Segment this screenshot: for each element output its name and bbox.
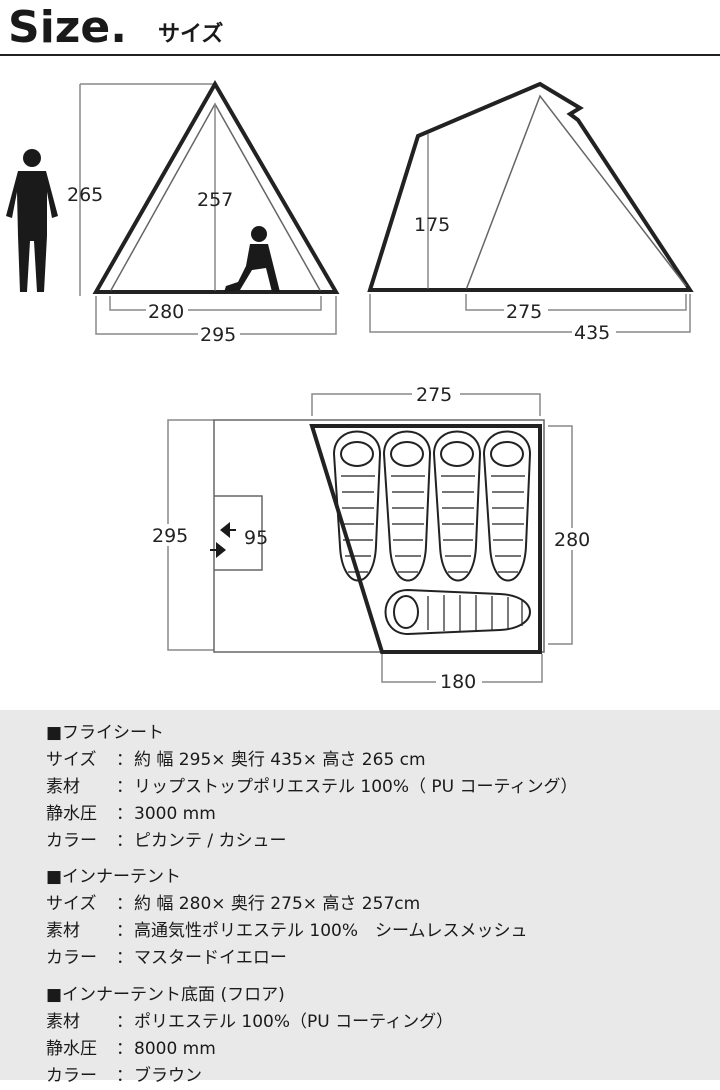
dim-floor-width: 295 (152, 525, 188, 547)
spec-sep: ： (116, 1012, 133, 1032)
dim-side-inner-depth: 275 (506, 301, 542, 323)
spec-value: ポリエステル 100%（PU コーティング） (134, 1012, 454, 1032)
spec-key: 静水圧 (46, 804, 97, 824)
spec-row: サイズ ：約 幅 280× 奥行 275× 高さ 257cm (46, 891, 528, 918)
spec-value: マスタードイエロー (134, 948, 287, 968)
spec-row: 素材 ：リップストップポリエステル 100%（ PU コーティング） (46, 774, 578, 801)
spec-key: 素材 (46, 921, 80, 941)
spec-row: 静水圧 ：8000 mm (46, 1036, 453, 1063)
page-subtitle: サイズ (158, 22, 224, 47)
dim-front-outer-width: 295 (200, 324, 236, 346)
dim-front-height: 265 (67, 184, 103, 206)
spec-value: ブラウン (134, 1066, 202, 1086)
spec-sep: ： (116, 777, 133, 797)
spec-value: ピカンテ / カシュー (134, 831, 287, 851)
spec-key: カラー (46, 831, 97, 851)
sleeping-bag-icon (432, 430, 482, 582)
page-header: Size. サイズ (0, 0, 720, 56)
person-standing-icon (6, 149, 58, 292)
spec-sep: ： (116, 894, 133, 914)
spec-section-title: ■インナーテント (46, 867, 182, 887)
spec-value: 約 幅 295× 奥行 435× 高さ 265 cm (134, 750, 426, 770)
spec-key: カラー (46, 1066, 97, 1086)
spec-fly: ■フライシート サイズ：約 幅 295× 奥行 435× 高さ 265 cm 素… (46, 720, 578, 855)
spec-value: リップストップポリエステル 100%（ PU コーティング） (134, 777, 578, 797)
spec-row: 素材 ：高通気性ポリエステル 100% シームレスメッシュ (46, 918, 528, 945)
spec-key: サイズ (46, 750, 97, 770)
dim-floor-height: 280 (554, 529, 590, 551)
spec-key: 静水圧 (46, 1039, 97, 1059)
spec-inner: ■インナーテント サイズ：約 幅 280× 奥行 275× 高さ 257cm 素… (46, 864, 528, 972)
dim-side-inner-height: 175 (414, 214, 450, 236)
spec-key: 素材 (46, 1012, 80, 1032)
spec-sep: ： (116, 750, 133, 770)
dim-floor-top-width: 275 (416, 384, 452, 406)
sleeping-bags (332, 430, 532, 636)
dim-side-outer-depth: 435 (574, 322, 610, 344)
spec-value: 高通気性ポリエステル 100% シームレスメッシュ (134, 921, 528, 941)
spec-sep: ： (116, 1039, 133, 1059)
person-sitting-icon (224, 226, 280, 292)
spec-row: カラー ：ピカンテ / カシュー (46, 828, 578, 855)
spec-value: 約 幅 280× 奥行 275× 高さ 257cm (134, 894, 421, 914)
spec-row: カラー ：マスタードイエロー (46, 945, 528, 972)
spec-key: サイズ (46, 894, 97, 914)
page-title: Size. (8, 2, 127, 53)
spec-key: カラー (46, 948, 97, 968)
spec-row: サイズ ：約 幅 295× 奥行 435× 高さ 265 cm (46, 747, 578, 774)
floor-plan (167, 393, 573, 683)
dim-front-inner-height: 257 (197, 189, 233, 211)
spec-section-title: ■インナーテント底面 (フロア) (46, 985, 285, 1005)
sleeping-bag-icon (332, 430, 382, 582)
spec-section-title: ■フライシート (46, 723, 165, 743)
spec-row: 静水圧 ：3000 mm (46, 801, 578, 828)
sleeping-bag-icon (382, 430, 432, 582)
spec-row: 素材 ：ポリエステル 100%（PU コーティング） (46, 1009, 453, 1036)
spec-panel: ■フライシート サイズ：約 幅 295× 奥行 435× 高さ 265 cm 素… (0, 710, 720, 1086)
front-view (6, 79, 340, 335)
dim-floor-bottom-width: 180 (440, 671, 476, 693)
spec-sep: ： (116, 921, 133, 941)
dim-front-inner-width: 280 (148, 301, 184, 323)
spec-sep: ： (116, 831, 133, 851)
spec-sep: ： (116, 948, 133, 968)
spec-sep: ： (116, 1066, 133, 1086)
sleeping-bag-icon (384, 588, 531, 636)
dim-floor-notch: 95 (244, 527, 268, 549)
side-view (367, 81, 694, 333)
sleeping-bag-icon (482, 430, 532, 582)
notch-arrows (210, 522, 236, 558)
spec-sep: ： (116, 804, 133, 824)
spec-value: 3000 mm (134, 804, 216, 824)
spec-key: 素材 (46, 777, 80, 797)
spec-floor: ■インナーテント底面 (フロア) 素材：ポリエステル 100%（PU コーティン… (46, 982, 453, 1090)
spec-row: カラー ：ブラウン (46, 1063, 453, 1090)
dimension-diagram: 265 257 280 295 175 275 435 (6, 79, 694, 693)
spec-value: 8000 mm (134, 1039, 216, 1059)
